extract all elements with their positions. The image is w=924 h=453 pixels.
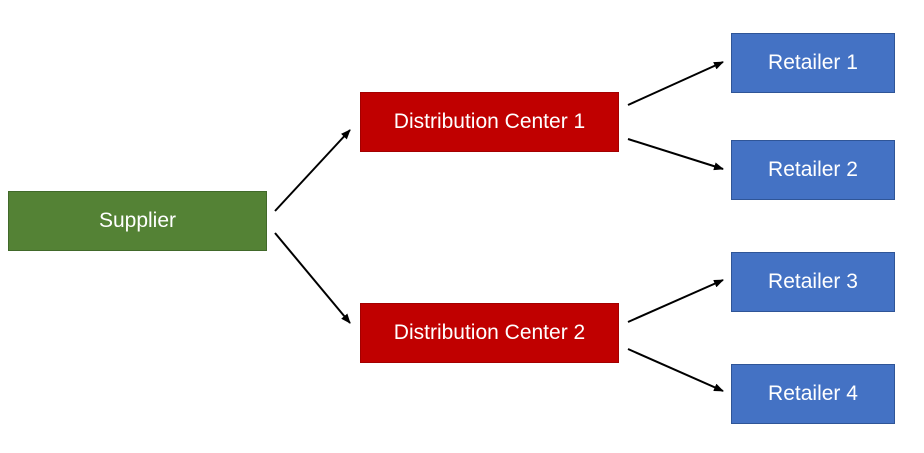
arrow-dc2-to-retailer3 xyxy=(627,279,724,323)
retailer-1-label: Retailer 1 xyxy=(768,51,858,74)
distribution-center-2-label: Distribution Center 2 xyxy=(393,321,586,344)
supplier-label: Supplier xyxy=(98,209,177,232)
arrow-supplier-to-dc2 xyxy=(274,232,351,324)
distribution-center-1-node: Distribution Center 1 xyxy=(360,92,619,152)
arrow-supplier-to-dc1 xyxy=(274,129,351,212)
arrow-dc2-to-retailer4 xyxy=(627,348,724,392)
distribution-center-1-label: Distribution Center 1 xyxy=(393,110,586,133)
retailer-3-label: Retailer 3 xyxy=(768,270,858,293)
retailer-4-label: Retailer 4 xyxy=(768,382,858,405)
supplier-node: Supplier xyxy=(8,191,267,251)
arrow-dc1-to-retailer1 xyxy=(627,61,724,106)
retailer-3-node: Retailer 3 xyxy=(731,252,895,312)
arrow-dc1-to-retailer2 xyxy=(627,138,724,171)
retailer-1-node: Retailer 1 xyxy=(731,33,895,93)
distribution-center-2-node: Distribution Center 2 xyxy=(360,303,619,363)
retailer-2-node: Retailer 2 xyxy=(731,140,895,200)
retailer-4-node: Retailer 4 xyxy=(731,364,895,424)
retailer-2-label: Retailer 2 xyxy=(768,158,858,181)
